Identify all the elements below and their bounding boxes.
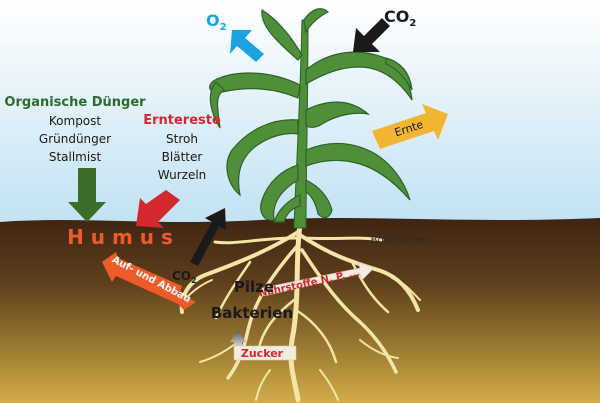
- fertilizer-title: Organische Dünger: [4, 95, 146, 110]
- o2-arrow-icon: [230, 30, 264, 62]
- crop-residues: Erntereste Stroh Blätter Wurzeln: [136, 113, 221, 228]
- plant-leaves: [209, 8, 413, 223]
- nutrients-arrow-icon: [261, 261, 375, 297]
- co2-uptake: CO2: [353, 7, 416, 52]
- residues-item-1: Stroh: [166, 132, 198, 146]
- fertilizer-item-2: Gründünger: [39, 132, 111, 146]
- fertilizer-item-3: Stallmist: [49, 150, 102, 164]
- co2-arrow-icon: [353, 18, 390, 52]
- harvest: Ernte: [372, 104, 448, 149]
- sugar-bar: [233, 345, 297, 361]
- residues-arrow-icon: [136, 190, 180, 228]
- sugar-label: Zucker: [241, 347, 284, 360]
- humus-label: H u m u s: [67, 225, 173, 249]
- residues-item-3: Wurzeln: [158, 168, 207, 182]
- fertilizer-arrow-icon: [68, 168, 106, 222]
- organic-fertilizer: Organische Dünger Kompost Gründünger Sta…: [4, 95, 146, 222]
- buildup-arrow-icon: [102, 252, 196, 310]
- soil-co2-label: CO2: [172, 269, 197, 285]
- fertilizer-item-1: Kompost: [49, 114, 102, 128]
- sugar-supply: Zucker: [230, 330, 297, 361]
- residues-item-2: Blätter: [162, 150, 203, 164]
- plant-roots: [179, 222, 421, 403]
- bacteria-label: Bakterien: [211, 304, 293, 322]
- harvest-arrow-icon: [372, 104, 448, 149]
- soil-co2-release: CO2: [172, 208, 226, 285]
- o2-label: O2: [206, 11, 227, 33]
- co2-label: CO2: [384, 7, 416, 29]
- o2-release: O2: [206, 11, 264, 62]
- residues-title: Erntereste: [143, 113, 221, 128]
- soil-organisms-label: Bodentiere: [371, 235, 426, 246]
- soil-co2-arrow-icon: [190, 208, 226, 266]
- soil-background: [0, 218, 600, 403]
- fungi-label: Pilze: [234, 278, 274, 296]
